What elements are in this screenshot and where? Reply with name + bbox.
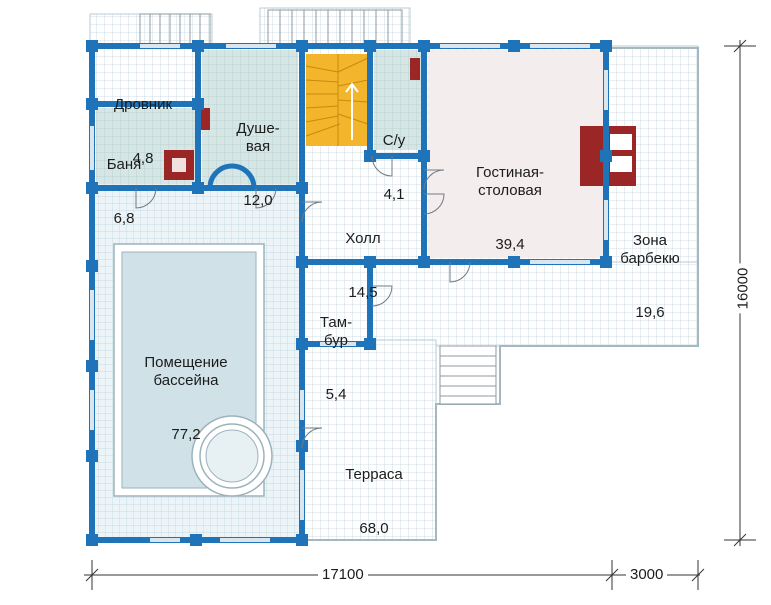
room-holl: [302, 150, 424, 258]
room-name: Помещение бассейна: [144, 354, 228, 389]
room-area: 6,8: [113, 210, 135, 227]
label-drovnik: Дровник 4,8: [114, 60, 172, 186]
dimension-depth: 16000: [734, 263, 752, 314]
room-dushevaya: [202, 50, 298, 184]
label-basseyn: Помещение бассейна 77,2: [144, 318, 227, 462]
room-drovnik: [96, 50, 196, 102]
room-area: 4,1: [383, 186, 405, 203]
label-tambur: Там- бур 5,4: [320, 278, 352, 422]
room-name: Душе- вая: [236, 120, 280, 155]
room-name: Там- бур: [319, 314, 353, 349]
sauna-stove: [164, 150, 194, 180]
staircase: [305, 54, 369, 146]
room-area: 39,4: [495, 236, 525, 253]
terrace-steps: [439, 345, 497, 405]
room-area: 12,0: [243, 192, 273, 209]
label-holl: Холл 14,5: [345, 194, 380, 320]
wall-joints: [86, 40, 612, 546]
room-name: Дровник: [113, 96, 173, 113]
room-area: 4,8: [132, 150, 154, 167]
dimension-width-extra: 3000: [626, 566, 668, 583]
room-area: 68,0: [359, 520, 389, 537]
label-zona-barbekyu: Зона барбекю 19,6: [620, 196, 680, 340]
label-gostinaya: Гостиная- столовая 39,4: [476, 128, 544, 272]
dimension-lines: [84, 39, 756, 590]
room-tambur: [302, 262, 370, 344]
room-area: 5,4: [325, 386, 347, 403]
label-terrasa: Терраса 68,0: [345, 430, 403, 556]
room-area: 19,6: [635, 304, 665, 321]
dimension-width-main: 17100: [318, 566, 368, 583]
doors: [135, 155, 471, 449]
label-banya: Баня 6,8: [107, 120, 142, 246]
pool: [113, 243, 273, 497]
room-name: Гостиная- столовая: [476, 164, 544, 199]
room-area: 14,5: [348, 284, 378, 301]
room-area: 77,2: [171, 426, 201, 443]
room-name: Зона барбекю: [620, 232, 680, 267]
room-name: Терраса: [345, 466, 403, 483]
room-name: С/у: [382, 132, 406, 149]
windows: [90, 44, 608, 542]
room-gostinaya: [428, 50, 604, 258]
room-name: Баня: [106, 156, 142, 173]
label-dushevaya: Душе- вая 12,0: [236, 84, 279, 228]
room-name: Холл: [345, 230, 381, 247]
label-su: С/у 4,1: [383, 96, 406, 222]
vents: [200, 58, 420, 130]
